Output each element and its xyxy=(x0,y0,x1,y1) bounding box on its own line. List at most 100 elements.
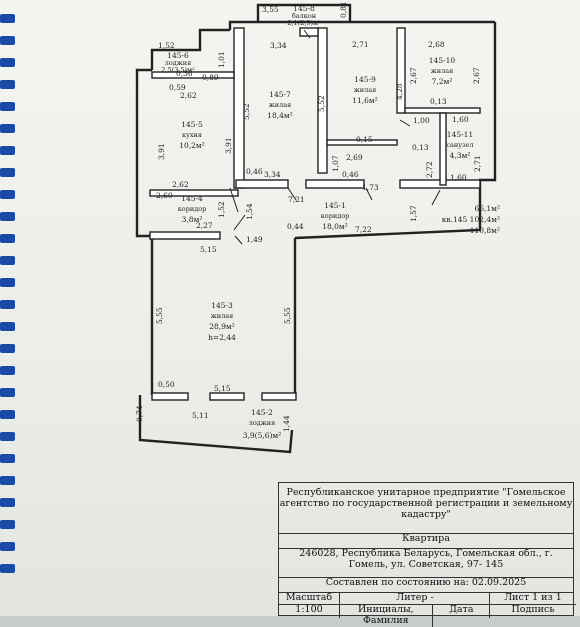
dim: 3,91 xyxy=(224,137,233,154)
room-145-3-name: жилая xyxy=(211,312,233,320)
dim: 2,62 xyxy=(180,91,197,100)
dim: 3,55 xyxy=(262,5,279,14)
dim: 4,28 xyxy=(395,83,404,100)
room-145-3-height: h=2,44 xyxy=(208,333,236,342)
dimension-labels: 3,55 0,81 1,52 1,01 3,34 2,71 2,68 0,36 … xyxy=(135,1,482,432)
dim: 1,52 xyxy=(217,201,226,218)
room-145-7-num: 145-7 xyxy=(269,90,291,99)
room-145-9-num: 145-9 xyxy=(354,75,376,84)
scale-label: Масштаб xyxy=(285,592,333,603)
total-apartment-area: кв.145 102,4м² xyxy=(442,215,500,224)
room-145-9-area: 11,6м² xyxy=(352,96,378,105)
room-145-3-num: 145-3 xyxy=(211,301,233,310)
room-145-6-name: лоджия xyxy=(165,59,191,67)
dim: 7,22 xyxy=(355,225,372,234)
room-145-2-area: 3,9(5,6)м² xyxy=(243,431,282,440)
dim: 2,60 xyxy=(156,191,173,200)
dim: 5,15 xyxy=(214,384,231,393)
room-145-1-name: коридор xyxy=(321,212,350,220)
liter: Литер - xyxy=(396,592,434,603)
room-145-1-num: 145-1 xyxy=(324,201,346,210)
dim: 0,15 xyxy=(356,135,373,144)
dim: 1,07 xyxy=(331,155,340,172)
dim: 5,52 xyxy=(317,95,326,112)
dim: 1,52 xyxy=(158,41,175,50)
room-145-5-name: кухня xyxy=(182,131,202,139)
dim: 1,44 xyxy=(282,415,291,432)
dim: 0,81 xyxy=(339,1,348,18)
organization-name: Республиканское унитарное предприятие "Г… xyxy=(279,487,573,520)
signature-header: Подпись xyxy=(490,603,576,616)
dim: 1,01 xyxy=(217,51,226,68)
room-145-10-area: 7,2м² xyxy=(432,77,453,86)
dim: 0,13 xyxy=(430,97,447,106)
dim: 1,49 xyxy=(246,235,263,244)
dim: 0,46 xyxy=(342,170,359,179)
total-area-with-loggias: 110,8м² xyxy=(470,226,500,235)
dim: 1,60 xyxy=(452,115,469,124)
internal-walls xyxy=(149,27,481,401)
room-145-2-name: лоджия xyxy=(249,419,275,427)
dim: 1,60 xyxy=(450,173,467,182)
dim: 2,68 xyxy=(428,40,445,49)
dim: 5,55 xyxy=(155,307,164,324)
dim: 2,69 xyxy=(346,153,363,162)
dim: 0,46 xyxy=(246,167,263,176)
dim: 3,34 xyxy=(270,41,287,50)
room-145-4-num: 145-4 xyxy=(181,194,203,203)
room-145-1-area: 18,0м² xyxy=(322,222,348,231)
room-145-10-name: жилая xyxy=(431,67,453,75)
state-date: Составлен по состоянию на: 02.09.2025 xyxy=(279,577,573,593)
dim: 5,11 xyxy=(192,411,209,420)
dim: 2,71 xyxy=(352,40,369,49)
room-145-2-num: 145-2 xyxy=(251,408,273,417)
dim: 0,36 xyxy=(176,69,193,78)
dim: 0,13 xyxy=(412,143,429,152)
dim: 0,50 xyxy=(158,380,175,389)
dim: 2,27 xyxy=(196,221,213,230)
dim: 3,34 xyxy=(264,170,281,179)
dim: 5,52 xyxy=(242,103,251,120)
room-145-5-area: 10,2м² xyxy=(179,141,205,150)
binder-rings xyxy=(0,14,15,573)
dim: 1,57 xyxy=(409,205,418,222)
room-145-4-area: 3,8м² xyxy=(182,215,203,224)
dim: 0,44 xyxy=(287,222,304,231)
room-145-8-num: 145-8 xyxy=(293,4,315,13)
dim: 1,54 xyxy=(245,203,254,220)
dim: 2,67 xyxy=(409,67,418,84)
address: 246028, Республика Беларусь, Гомельская … xyxy=(279,548,573,578)
dim: 2,67 xyxy=(472,67,481,84)
dim: 2,62 xyxy=(172,180,189,189)
door-swings xyxy=(229,29,441,245)
title-block: Республиканское унитарное предприятие "Г… xyxy=(278,482,576,627)
object-type: Квартира xyxy=(279,533,573,549)
scale-value: 1:100 xyxy=(279,603,339,616)
dim: 2,72 xyxy=(425,161,434,178)
dim: 0,74 xyxy=(135,405,144,422)
dim: 0,59 xyxy=(169,83,186,92)
room-145-9-name: жилая xyxy=(354,86,376,94)
dim: 5,55 xyxy=(283,307,292,324)
room-145-11-name: санузел xyxy=(446,141,473,149)
room-145-6-num: 145-6 xyxy=(167,51,189,60)
room-145-4-name: коридор xyxy=(178,205,207,213)
total-living-area: 66,1м² xyxy=(474,204,500,213)
dim: 1,00 xyxy=(413,116,430,125)
room-labels: 145-8 балкон 2,1(2,9)м² 145-6 лоджия 2,5… xyxy=(161,4,473,440)
dim: 2,71 xyxy=(473,155,482,172)
scale-row: Масштаб 1:100 Литер - Инициалы, Фамилия … xyxy=(279,592,576,627)
dim: 7,21 xyxy=(288,195,305,204)
room-145-8-area: 2,1(2,9)м² xyxy=(287,19,321,27)
dim: 3,91 xyxy=(157,143,166,160)
sheet-number: Лист 1 из 1 xyxy=(504,592,562,603)
dim: 1,73 xyxy=(362,183,379,192)
apartment-totals: 66,1м² кв.145 102,4м² 110,8м² xyxy=(442,204,500,235)
room-145-11-area: 4,3м² xyxy=(450,151,471,160)
dim: 5,15 xyxy=(200,245,217,254)
room-145-6-area: 2,5(3,5)м² xyxy=(161,66,195,74)
walls xyxy=(135,3,497,454)
dim: 0,89 xyxy=(202,73,219,82)
room-145-11-num: 145-11 xyxy=(447,130,473,139)
